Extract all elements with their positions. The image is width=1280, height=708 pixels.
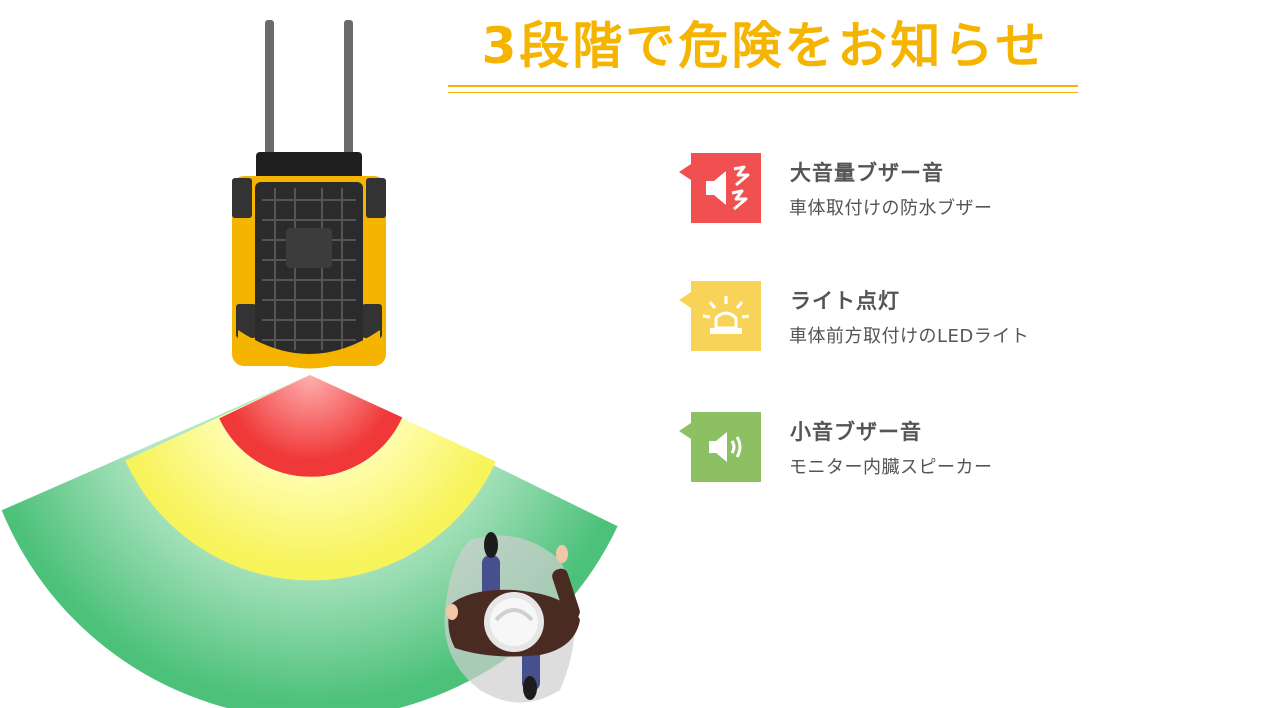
- alert-badge-green: [679, 412, 761, 482]
- forklift-illustration: [232, 20, 386, 369]
- alert-badge-yellow: [679, 281, 761, 351]
- alert-item-led-light: ライト点灯 車体前方取付けのLEDライト: [678, 281, 1238, 353]
- alert-name: 大音量ブザー音: [790, 161, 944, 185]
- alert-name: 小音ブザー音: [790, 420, 922, 444]
- loud-speaker-icon: [706, 165, 750, 211]
- warning-zone: [125, 375, 496, 581]
- alert-badge-red: [679, 153, 761, 223]
- alert-description: 車体前方取付けのLEDライト: [789, 326, 1030, 347]
- alert-item-loud-buzzer: 大音量ブザー音 車体取付けの防水ブザー: [678, 153, 1238, 225]
- danger-zone: [219, 375, 403, 477]
- title-underline: [448, 85, 1078, 93]
- alert-name: ライト点灯: [790, 289, 900, 313]
- alert-item-small-buzzer: 小音ブザー音 モニター内臓スピーカー: [678, 412, 1238, 484]
- alert-description: 車体取付けの防水ブザー: [789, 198, 993, 219]
- worker-illustration: [444, 532, 580, 703]
- page-title: 3段階で危険をお知らせ: [481, 17, 1049, 75]
- speaker-icon: [709, 432, 742, 462]
- rotating-warning-light-icon: [702, 296, 750, 334]
- alert-description: モニター内臓スピーカー: [789, 457, 993, 478]
